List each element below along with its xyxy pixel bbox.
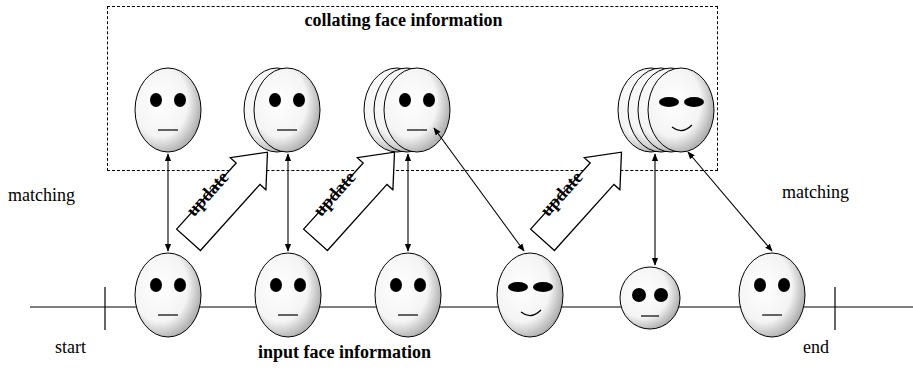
matching-label: matching (8, 186, 75, 206)
arrow-outline (296, 135, 413, 258)
collating-region: collating face information (107, 6, 718, 171)
end-label: end (803, 338, 829, 358)
matching-label: matching (782, 183, 849, 203)
arrow-shape (171, 136, 286, 256)
arrow-shape (298, 136, 413, 256)
update-arrow: update (523, 135, 640, 258)
region-heading: collating face information (305, 11, 503, 31)
start-label: start (55, 338, 86, 358)
update-arrow: update (169, 135, 286, 258)
axis-title: input face information (258, 343, 431, 363)
arrow-shape (525, 136, 640, 256)
arrow-outline (523, 135, 640, 258)
arrow-outline (169, 135, 286, 258)
update-arrow: update (296, 135, 413, 258)
